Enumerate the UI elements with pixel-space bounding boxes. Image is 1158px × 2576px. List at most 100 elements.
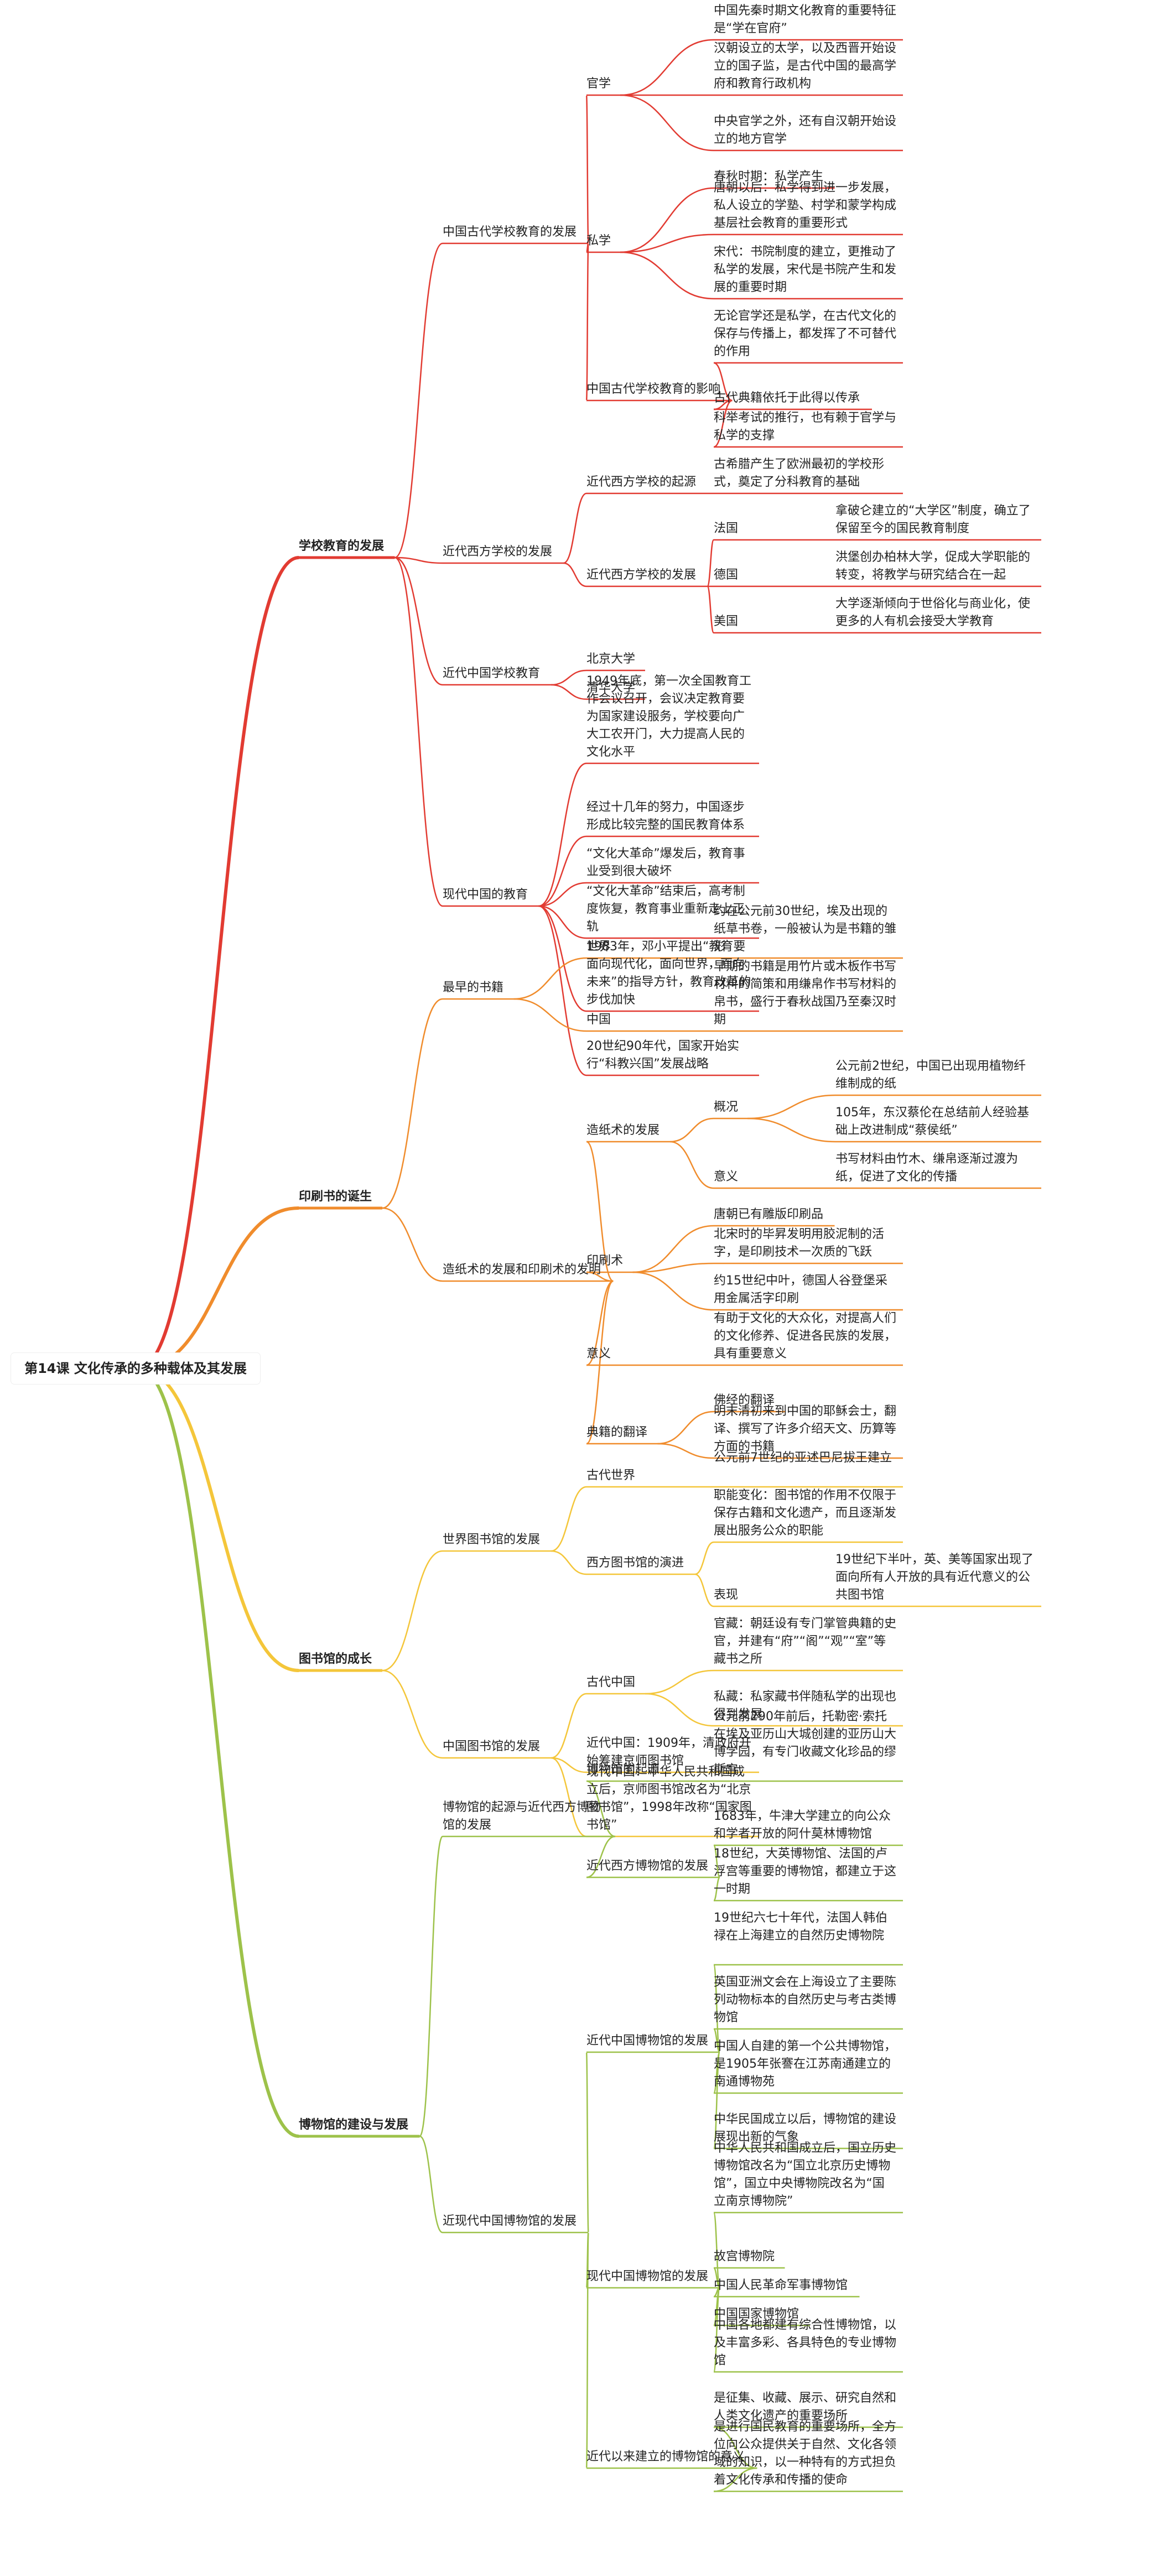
connector bbox=[394, 556, 443, 686]
topic-node: 科举考试的推行，也有赖于官学与私学的支撑 bbox=[714, 411, 897, 443]
topic-node: 唐朝以后：私学得到进一步发展，私人设立的学塾、村学和蒙学构成基层社会教育的重要形… bbox=[714, 181, 897, 230]
connector bbox=[713, 2051, 721, 2150]
connector bbox=[394, 242, 443, 559]
connector bbox=[382, 1207, 443, 1282]
connector bbox=[538, 905, 587, 1076]
topic-node: 约15世纪中叶，德国人谷登堡采用金属活字印刷 bbox=[714, 1274, 887, 1305]
topic-node: 中国古代学校教育的影响 bbox=[586, 382, 721, 396]
connector bbox=[713, 2028, 721, 2053]
topic-node: 私学 bbox=[586, 234, 611, 248]
topic-node: 中国古代学校教育的发展 bbox=[443, 225, 577, 239]
topic-node: 书写材料由竹木、缣帛逐渐过渡为纸，促进了文化的传播 bbox=[835, 1152, 1019, 1184]
topic-node: 近代西方学校的起源 bbox=[586, 475, 697, 489]
connector bbox=[586, 1280, 614, 1366]
connector bbox=[138, 556, 299, 1370]
topic-node: 19世纪下半叶，英、美等国家出现了面向所有人开放的具有近代意义的公共图书馆 bbox=[835, 1553, 1034, 1602]
connector bbox=[707, 539, 715, 587]
topic-node: 近代以来建立的博物馆的意义 bbox=[586, 2450, 745, 2464]
branch-school: 学校教育的发展 bbox=[299, 539, 385, 553]
connector bbox=[713, 362, 733, 402]
topic-node: 中央官学之外，还有自汉朝开始设立的地方官学 bbox=[714, 115, 897, 146]
connector bbox=[713, 2426, 757, 2469]
connector bbox=[713, 2267, 721, 2289]
root-topic: 第14课 文化传承的多种载体及其发展 bbox=[11, 1353, 260, 1384]
connector bbox=[382, 1550, 443, 1672]
connector bbox=[551, 684, 587, 700]
connector bbox=[713, 1964, 721, 2053]
topic-node: 近代中国：1909年，清政府开始筹建京师图书馆 bbox=[586, 1736, 751, 1768]
connector bbox=[394, 556, 443, 564]
connector bbox=[694, 1541, 714, 1575]
topic-node: 官学 bbox=[586, 77, 611, 91]
connector bbox=[632, 1262, 714, 1273]
connector bbox=[747, 1094, 836, 1120]
topic-node: 中国人民革命军事博物馆 bbox=[714, 2278, 848, 2292]
connector bbox=[551, 1693, 587, 1759]
topic-node: 清华大学 bbox=[586, 681, 636, 695]
connector bbox=[586, 1835, 616, 1878]
topic-node: 北京大学 bbox=[586, 652, 636, 666]
topic-node: 公元前2世纪，中国已出现用植物纤维制成的纸 bbox=[835, 1059, 1026, 1091]
topic-node: 世界 bbox=[586, 940, 611, 954]
connector bbox=[551, 1550, 587, 1575]
topic-node: 古代世界 bbox=[586, 1469, 636, 1482]
topic-node: 英国亚洲文会在上海设立了主要陈列动物标本的自然历史与考古类博物馆 bbox=[714, 1975, 897, 2025]
connector bbox=[620, 187, 714, 253]
connector bbox=[586, 1141, 614, 1282]
connector bbox=[585, 242, 589, 402]
connector bbox=[563, 492, 587, 564]
topic-node: 有助于文化的大众化，对提高人们的文化修养、促进各民族的发展，具有重要意义 bbox=[714, 1312, 897, 1361]
topic-node: 现代中国博物馆的发展 bbox=[586, 2270, 709, 2283]
topic-node: 19世纪六七十年代，法国人韩伯禄在上海建立的自然历史博物院 bbox=[714, 1911, 887, 1943]
connector bbox=[585, 2051, 589, 2234]
topic-node: 现代中国：中华人民共和国成立后，京师图书馆改名为“北京图书馆”，1998年改称“… bbox=[586, 1765, 752, 1832]
connector bbox=[713, 1876, 721, 1902]
topic-node: 中国图书馆的发展 bbox=[443, 1740, 541, 1753]
topic-node: 中国国家博物馆 bbox=[714, 2307, 799, 2321]
topic-node: 20世纪90年代，国家开始实行“科教兴国”发展战略 bbox=[586, 1039, 739, 1071]
topic-node: 典籍的翻译 bbox=[586, 1425, 648, 1439]
topic-node: 职能变化：图书馆的作用不仅限于保存古籍和文化遗产，而且逐渐发展出服务公众的职能 bbox=[714, 1489, 897, 1538]
connector bbox=[620, 251, 714, 300]
connector bbox=[138, 1367, 299, 2138]
connector bbox=[538, 835, 587, 907]
topic-node: 近代西方博物馆的发展 bbox=[586, 1859, 709, 1873]
topic-node: 近代西方学校的发展 bbox=[443, 545, 553, 559]
connector bbox=[538, 905, 587, 939]
connector bbox=[694, 1573, 714, 1607]
topic-node: 西方图书馆的演进 bbox=[586, 1556, 684, 1570]
connector bbox=[657, 1411, 714, 1445]
topic-node: 故宫博物院 bbox=[714, 2250, 775, 2263]
topic-node: 北宋时的毕昇发明用胶泥制的活字，是印刷技术一次质的飞跃 bbox=[714, 1227, 885, 1259]
connector bbox=[669, 1141, 714, 1189]
connector bbox=[586, 1271, 614, 1282]
topic-node: “文化大革命”结束后，高考制度恢复，教育事业重新走上正轨 bbox=[586, 884, 745, 934]
topic-node: 最早的书籍 bbox=[443, 981, 504, 995]
connector bbox=[586, 1280, 614, 1445]
topic-node: 现代中国的教育 bbox=[443, 888, 528, 902]
topic-node: 造纸术的发展和印刷术的发明 bbox=[443, 1263, 601, 1277]
topic-node: 公元前290年前后，托勒密·索托在埃及亚历山大城创建的亚历山大博学园，有专门收藏… bbox=[714, 1710, 897, 1777]
topic-node: 中国人自建的第一个公共博物馆，是1905年张謇在江苏南通建立的南通博物苑 bbox=[714, 2039, 897, 2089]
topic-node: 意义 bbox=[586, 1347, 611, 1361]
connector bbox=[563, 562, 587, 587]
connector bbox=[645, 1693, 714, 1727]
topic-node: 1983年，邓小平提出“教育要面向现代化，面向世界，面向未来”的指导方针，教育改… bbox=[586, 940, 751, 1007]
topic-node: 博物馆的起源 bbox=[586, 1763, 660, 1777]
topic-node: “文化大革命”爆发后，教育事业受到很大破坏 bbox=[586, 847, 745, 878]
topic-node: 大学逐渐倾向于世俗化与商业化，使更多的人有机会接受大学教育 bbox=[835, 597, 1031, 628]
topic-node: 古代典籍依托于此得以传承 bbox=[714, 391, 860, 405]
topic-node: 造纸术的发展 bbox=[586, 1123, 660, 1137]
topic-node: 1683年，牛津大学建立的向公众和学者开放的阿什莫林博物馆 bbox=[714, 1809, 891, 1841]
connector bbox=[713, 2287, 721, 2373]
connector bbox=[551, 1486, 587, 1552]
topic-node: 是征集、收藏、展示、研究自然和人类文化遗产的重要场所 bbox=[714, 2391, 897, 2423]
topic-node: 无论官学还是私学，在古代文化的保存与传播上，都发挥了不可替代的作用 bbox=[714, 309, 897, 358]
connector bbox=[551, 1757, 587, 1838]
connector bbox=[513, 998, 587, 1032]
topic-node: 18世纪，大英博物馆、法国的卢浮宫等重要的博物馆，都建立于这一时期 bbox=[714, 1847, 897, 1896]
connector bbox=[538, 905, 587, 1012]
connector bbox=[394, 556, 443, 907]
